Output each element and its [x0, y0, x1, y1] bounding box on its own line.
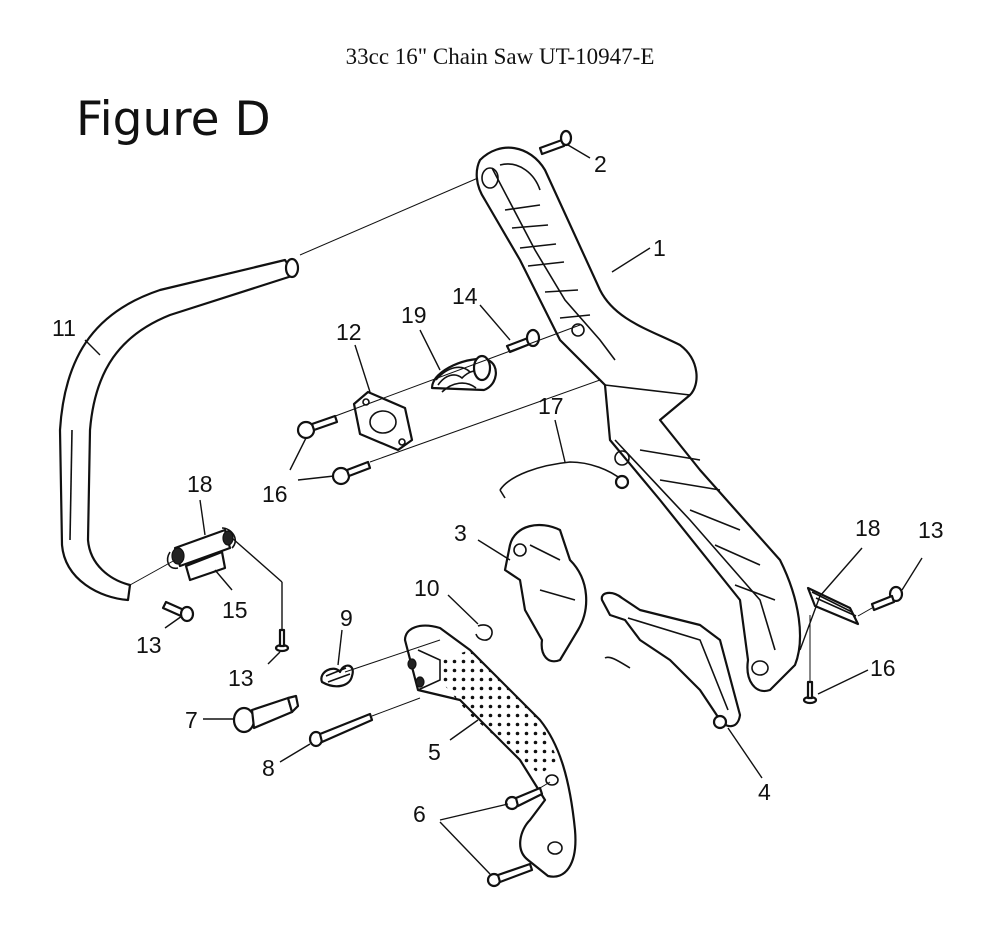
callout-2: 2: [594, 151, 607, 177]
callout-16-left: 16: [262, 481, 288, 507]
figure-label: Figure D: [76, 92, 271, 147]
part-17-wire: [499, 461, 630, 499]
part-19-spring-mount: [430, 354, 497, 393]
callout-6: 6: [413, 801, 426, 827]
part-18-mount-right: [802, 586, 860, 705]
callout-18-left: 18: [187, 471, 213, 497]
part-6-screws: [486, 786, 544, 888]
callout-3: 3: [454, 520, 467, 546]
callout-4: 4: [758, 779, 771, 805]
callout-10: 10: [414, 575, 440, 601]
part-8-long-screw: [308, 712, 374, 748]
callout-5: 5: [428, 739, 441, 765]
callout-16-right: 16: [870, 655, 896, 681]
callout-7: 7: [185, 707, 198, 733]
part-12-gasket-plate: [352, 390, 414, 452]
part-9-spring: [320, 664, 354, 688]
callout-18-right: 18: [855, 515, 881, 541]
callout-19: 19: [401, 302, 427, 328]
part-7-pin: [232, 694, 300, 734]
callout-1: 1: [653, 235, 666, 261]
callout-13-mid: 13: [228, 665, 254, 691]
callout-9: 9: [340, 605, 353, 631]
callout-8: 8: [262, 755, 275, 781]
document-title: 33cc 16" Chain Saw UT-10947-E: [345, 44, 655, 69]
callout-13-left: 13: [136, 632, 162, 658]
callout-11: 11: [52, 315, 76, 341]
callout-13-right: 13: [918, 517, 944, 543]
part-11-front-handle-bar: [58, 257, 300, 602]
part-3-lever: [503, 523, 588, 663]
part-2-screw: [538, 129, 573, 156]
callout-17: 17: [538, 393, 564, 419]
part-1-rear-handle-housing: [475, 146, 802, 693]
part-18-15-vibration-mount-left: [166, 527, 237, 582]
callout-14: 14: [452, 283, 478, 309]
part-4-trigger-bar: [600, 591, 742, 730]
callout-12: 12: [336, 319, 362, 345]
callout-leader-lines: [84, 144, 923, 875]
part-16-screws-left: [296, 414, 372, 486]
part-5-trigger-handle: [403, 624, 577, 878]
part-10-clip: [475, 624, 493, 641]
callout-15: 15: [222, 597, 248, 623]
assembly-axis-lines: [129, 177, 873, 789]
part-14-screw: [505, 328, 541, 354]
callout-labels: 2 1 11 12 19 14 17 16 18 15 13 13 3 10 9…: [52, 151, 944, 827]
